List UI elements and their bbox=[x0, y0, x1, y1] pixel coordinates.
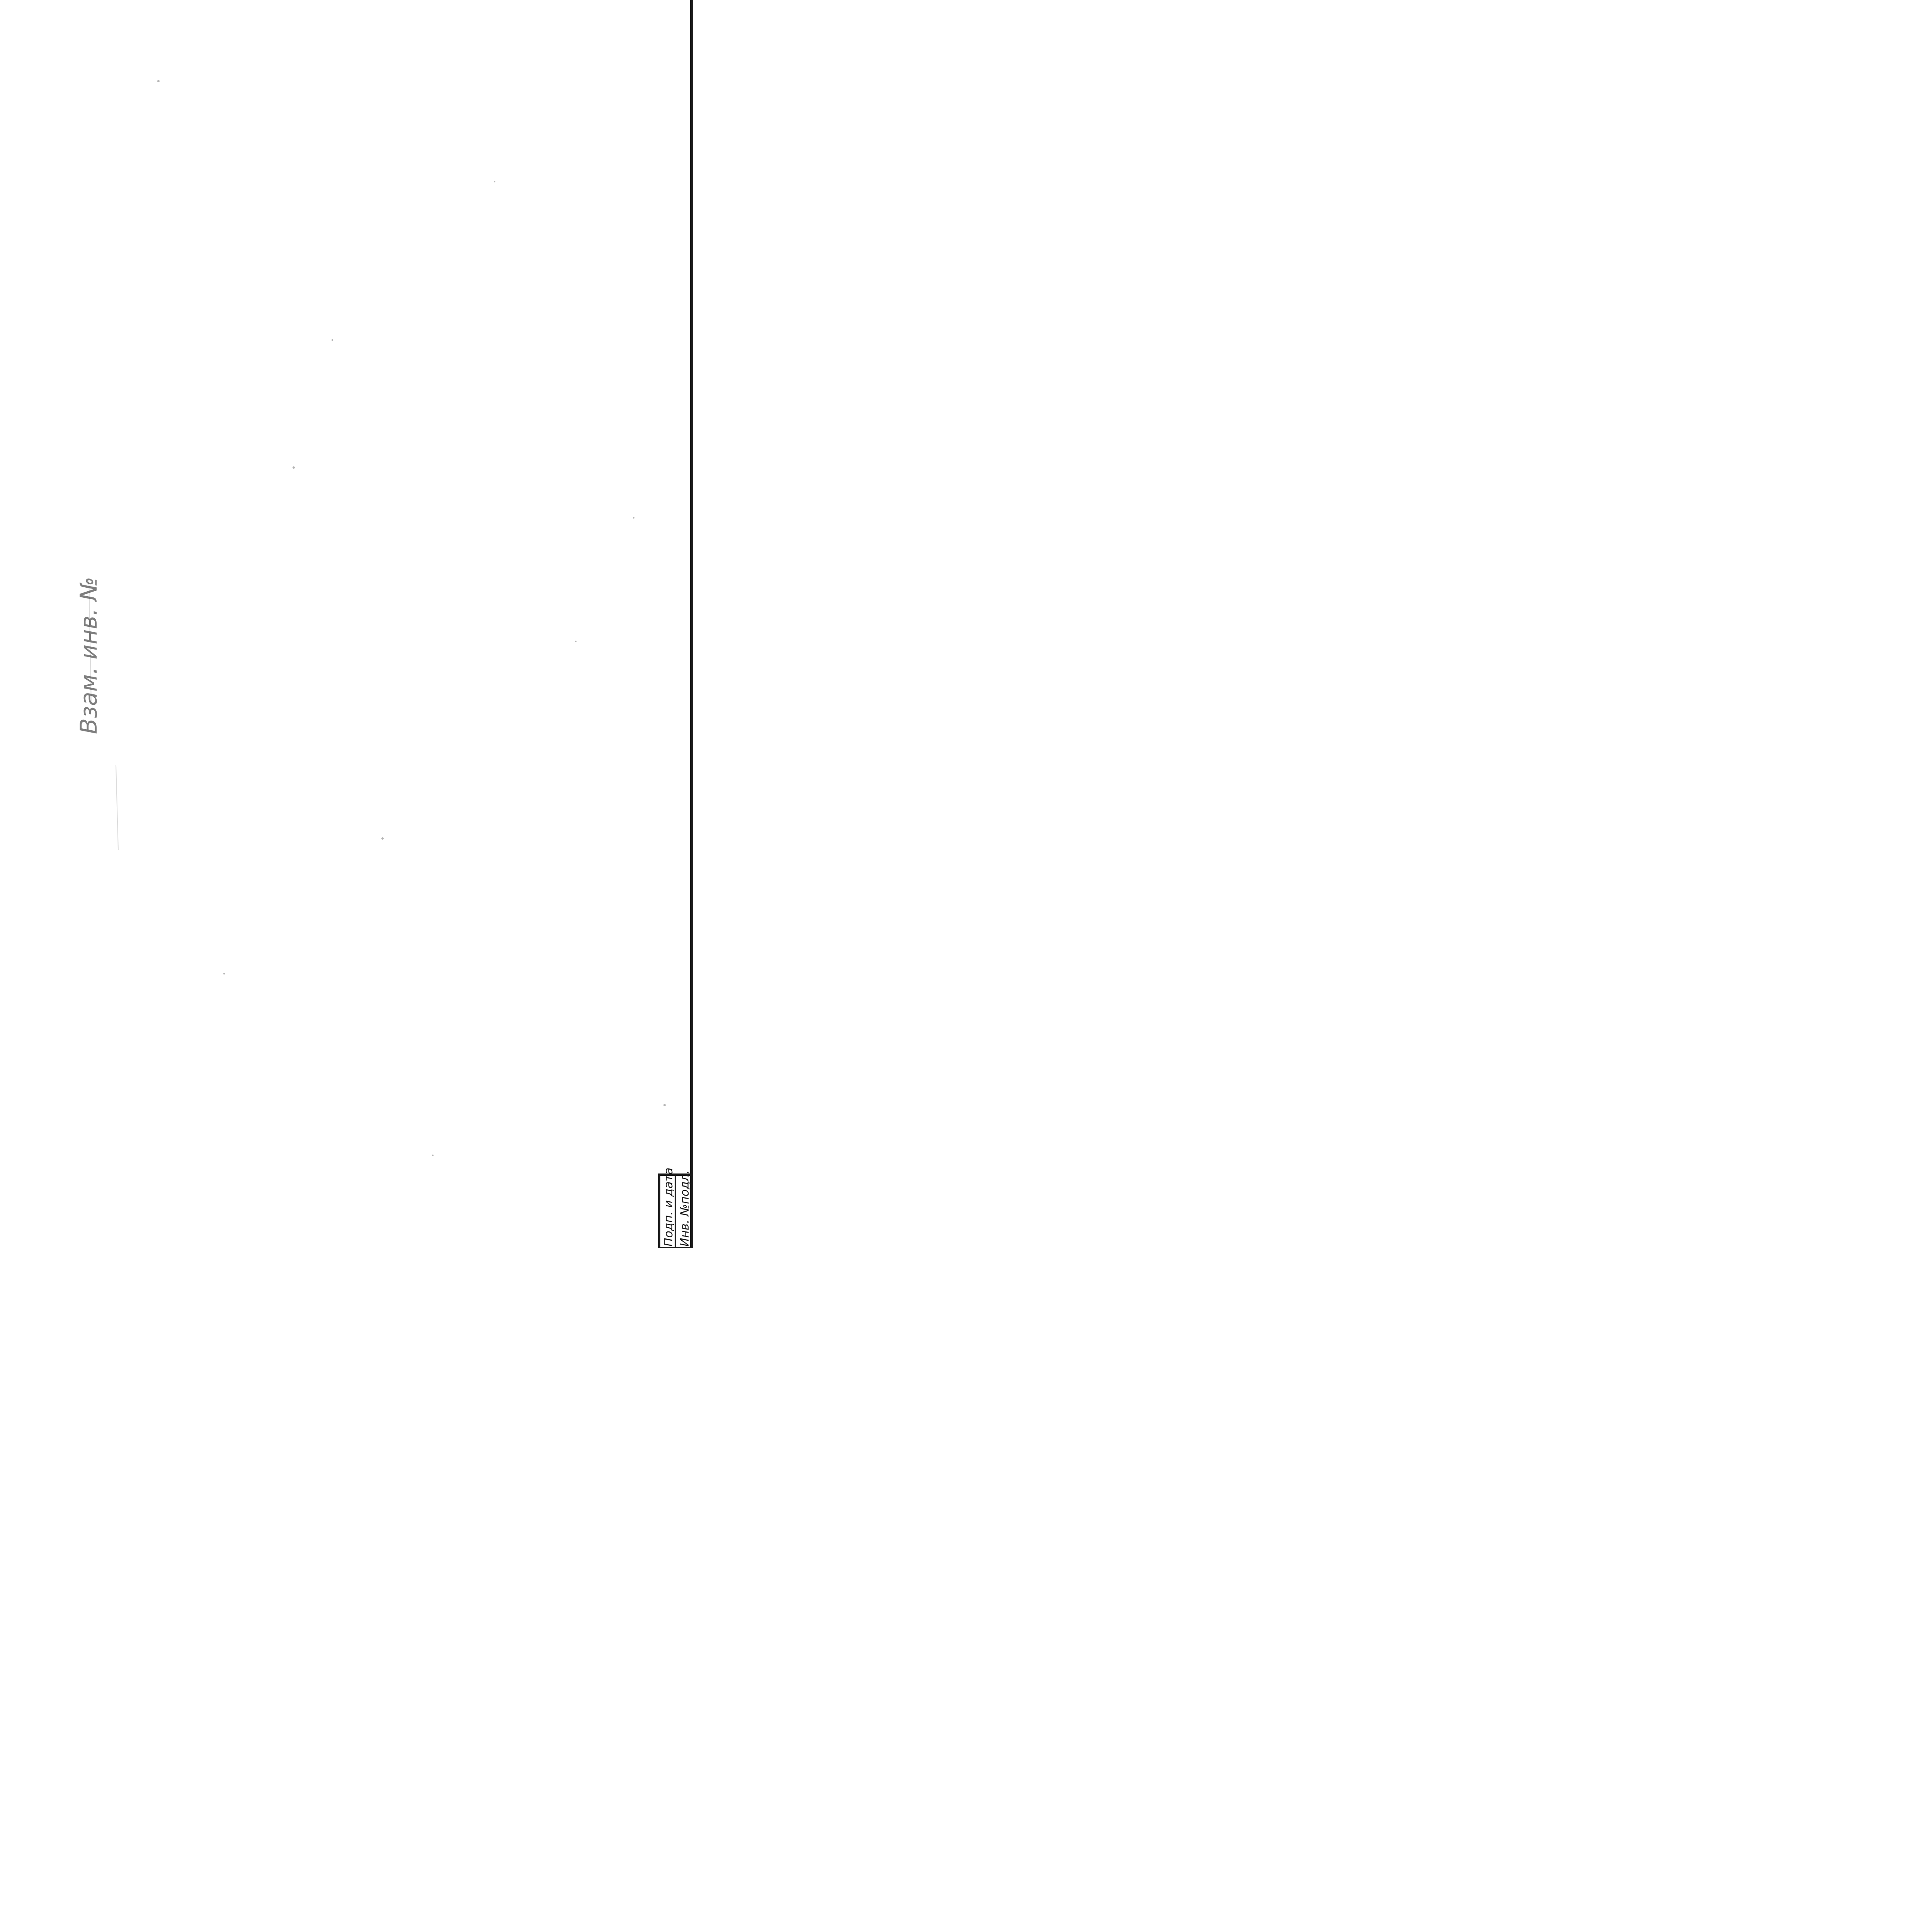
margin-vertical-text: Взам. инв. № bbox=[75, 577, 102, 734]
stamp-title: Инв. №подл. bbox=[678, 1170, 692, 1247]
scan-noise bbox=[157, 80, 666, 1156]
margin-stamp: Инв. №подл. Подп. и дата bbox=[658, 1168, 693, 1248]
drawing-sheet: Инв. №подл. Подп. и дата Взам. инв. № bbox=[0, 0, 709, 1248]
scan-streaks bbox=[88, 579, 119, 850]
stamp-field: Подп. и дата bbox=[662, 1168, 675, 1247]
paper-background bbox=[0, 0, 709, 1248]
